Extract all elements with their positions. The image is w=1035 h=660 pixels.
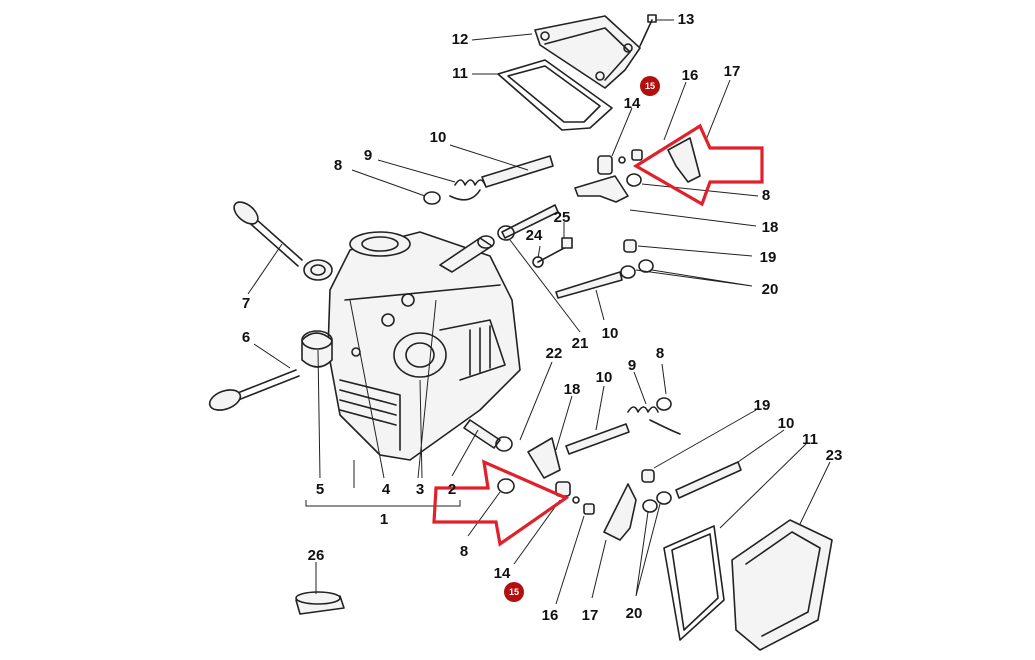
- badge-upper: 15: [640, 76, 660, 96]
- callout-number: 11: [452, 65, 468, 82]
- upper-bushings: [597, 149, 643, 175]
- upper-washers: [423, 173, 642, 205]
- callout-number: 9: [628, 357, 636, 374]
- callout-number: 19: [754, 397, 771, 414]
- lower-highlight-arrow: [432, 459, 570, 547]
- callout-number: 16: [542, 607, 559, 624]
- callout-number: 8: [460, 543, 468, 560]
- callout-number: 6: [242, 329, 250, 346]
- lower-pushrod: [463, 419, 513, 452]
- callout-number: 20: [762, 281, 779, 298]
- leader-lines: [247, 19, 831, 605]
- lower-cover-gasket: [663, 525, 725, 641]
- callout-number: 9: [364, 147, 372, 164]
- plug-cap: [295, 591, 345, 615]
- upper-pushrods: [497, 204, 623, 299]
- callout-number: 3: [416, 481, 424, 498]
- callout-number: 22: [546, 345, 563, 362]
- lower-shafts: [565, 423, 742, 499]
- upper-highlight-arrow: [632, 123, 764, 207]
- callout-number: 17: [582, 607, 599, 624]
- callout-number: 18: [762, 219, 779, 236]
- callout-number: 4: [382, 481, 391, 498]
- upper-small-parts: [532, 237, 654, 279]
- callout-number: 12: [452, 31, 469, 48]
- callout-number: 18: [564, 381, 581, 398]
- callout-number: 10: [430, 129, 447, 146]
- lower-small-parts: [497, 469, 672, 515]
- callout-number: 10: [596, 369, 613, 386]
- callout-number: 25: [554, 209, 571, 226]
- cover-bolt: [639, 14, 657, 47]
- callout-number: 14: [494, 565, 511, 582]
- callout-number: 2: [448, 481, 456, 498]
- valve-seals: [301, 259, 333, 368]
- cylinder-head: [327, 231, 521, 461]
- callout-number: 10: [778, 415, 795, 432]
- callout-number: 26: [308, 547, 325, 564]
- callout-number: 8: [656, 345, 664, 362]
- callout-number: 19: [760, 249, 777, 266]
- callout-number: 11: [802, 431, 818, 448]
- callout-number: 10: [602, 325, 619, 342]
- upper-rocker-shaft: [481, 155, 554, 188]
- intake-valve: [233, 201, 303, 267]
- badge-lower: 15: [504, 582, 524, 602]
- upper-spring: [449, 179, 486, 201]
- callout-number: 1: [380, 511, 388, 528]
- exhaust-valve: [208, 369, 300, 411]
- callout-number: 8: [762, 187, 770, 204]
- lower-valve-cover: [731, 519, 833, 651]
- callout-number: 13: [678, 11, 695, 28]
- callout-number: 8: [334, 157, 342, 174]
- badge-label: 15: [509, 587, 519, 597]
- callout-number: 20: [626, 605, 643, 622]
- callout-number: 24: [526, 227, 543, 244]
- upper-valve-cover: [534, 15, 641, 89]
- lower-spring: [627, 397, 681, 435]
- upper-cover-gasket: [497, 59, 613, 131]
- callout-number: 16: [682, 67, 699, 84]
- badge-label: 15: [645, 81, 655, 91]
- callout-number: 17: [724, 63, 741, 80]
- callout-number: 21: [572, 335, 589, 352]
- lower-rocker-arm: [527, 437, 637, 541]
- callout-number: 5: [316, 481, 324, 498]
- upper-rocker-arm: [574, 137, 701, 203]
- callout-number: 14: [624, 95, 641, 112]
- callout-number: 7: [242, 295, 250, 312]
- callout-number: 23: [826, 447, 843, 464]
